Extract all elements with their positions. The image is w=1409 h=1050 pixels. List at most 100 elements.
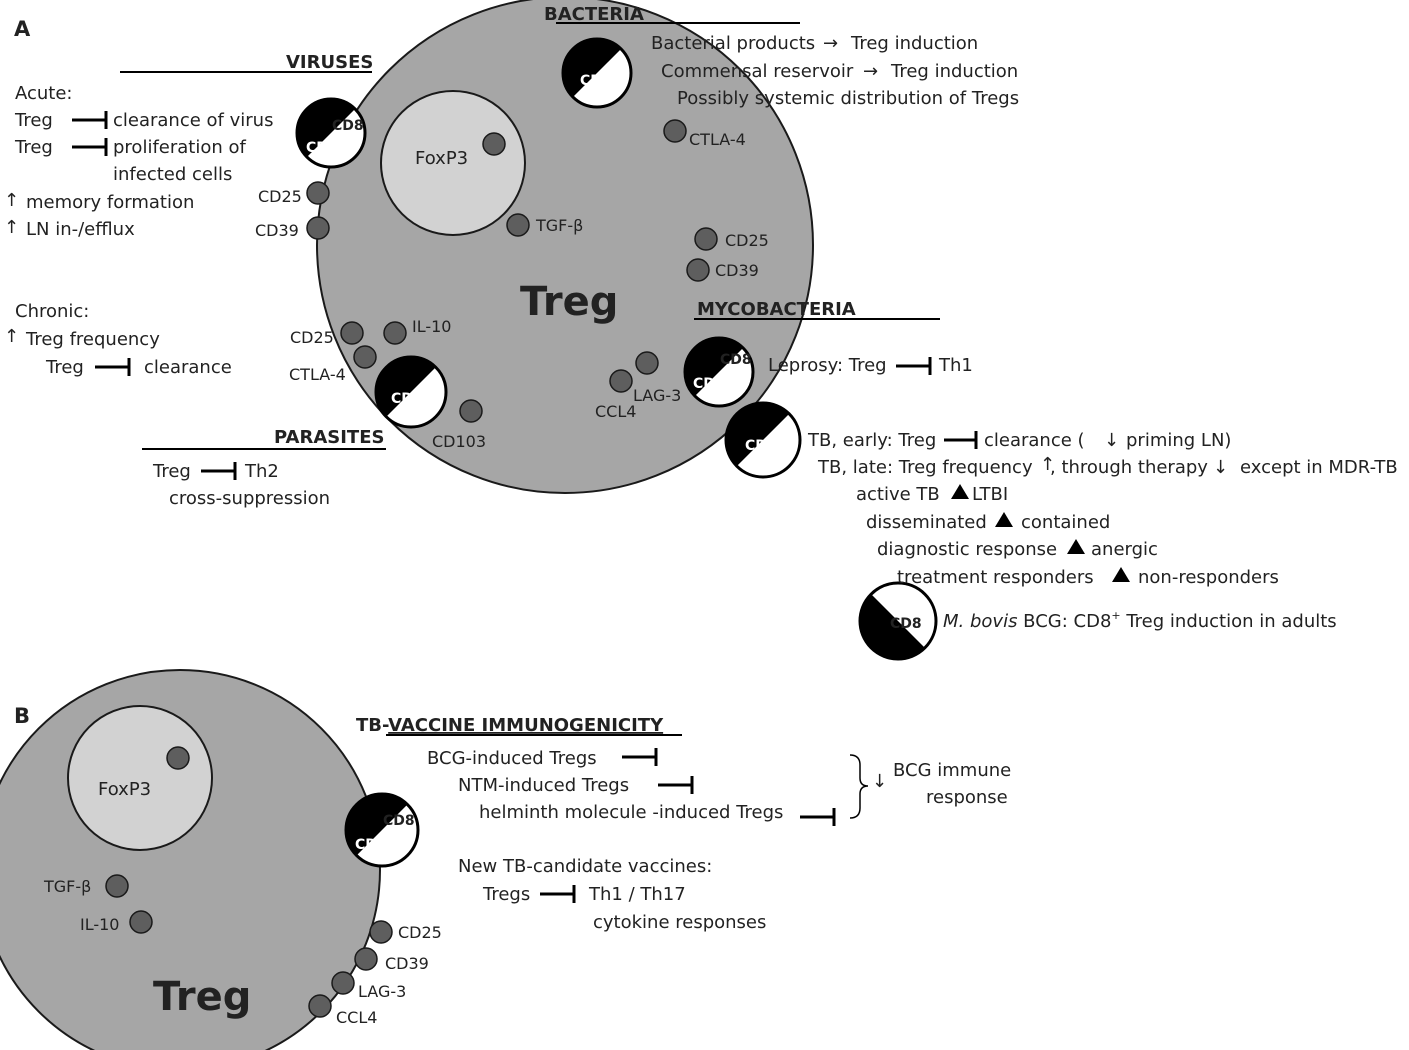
- cd39-label-right: CD39: [715, 261, 759, 280]
- ccl4-label-b: CCL4: [336, 1008, 377, 1027]
- cd25-label-right: CD25: [725, 231, 769, 250]
- up-arrow-memory: ↑: [4, 190, 19, 211]
- tb-except: except in MDR-TB: [1240, 457, 1398, 478]
- cd8-label-bcg: CD8: [890, 616, 922, 632]
- cd25-label-bottom: CD25: [290, 328, 334, 347]
- cd4-label-b: CD4: [355, 837, 387, 853]
- tb-down-arrow: ↓: [1104, 430, 1119, 451]
- inhibit-symbol-virus-2: [72, 138, 108, 156]
- vaccine-new: New TB-candidate vaccines:: [458, 856, 712, 877]
- viruses-treg-frequency: Treg frequency: [25, 329, 160, 350]
- il10-label-a: IL-10: [412, 317, 451, 336]
- cd39-dot-b: [354, 947, 378, 971]
- vaccine-helminth-tregs: helminth molecule -induced Tregs: [479, 802, 783, 823]
- cd4-cell-bacteria: CD4: [561, 37, 633, 109]
- tb-non-responders: non-responders: [1138, 567, 1279, 588]
- tb-through: , through therapy: [1050, 457, 1208, 478]
- parasites-cross: cross-suppression: [169, 488, 330, 509]
- bacteria-line-3: Possibly systemic distribution of Tregs: [677, 88, 1019, 109]
- parasites-treg: Treg: [152, 461, 191, 482]
- lag3-label-b: LAG-3: [358, 982, 406, 1001]
- inhibit-symbol-ntm: [658, 776, 694, 794]
- vaccine-title: TB-VACCINE IMMUNOGENICITY: [356, 715, 664, 736]
- mycobacteria-title: MYCOBACTERIA: [697, 299, 856, 320]
- cd4-label-viruses: CD4: [306, 140, 338, 156]
- cd4-label-leprosy: CD4: [693, 376, 725, 392]
- panel-b-letter: B: [14, 704, 30, 728]
- treg-label-b: Treg: [153, 974, 251, 1020]
- lag3-label-a: LAG-3: [633, 386, 681, 405]
- cd25-dot-right: [694, 227, 718, 251]
- bcg-line: M. bovis BCG: CD8+ Treg induction in adu…: [943, 609, 1337, 632]
- cd103-label: CD103: [432, 432, 486, 451]
- cd4-cell-tb: CD4: [724, 401, 802, 479]
- bcg-rest: Treg induction in adults: [1121, 611, 1337, 632]
- nucleus-b: [67, 705, 213, 851]
- tb-disseminated: disseminated: [866, 512, 987, 533]
- foxp3-label-b: FoxP3: [98, 779, 151, 800]
- cd8-label-leprosy: CD8: [720, 352, 752, 368]
- ccl4-dot-a: [609, 369, 633, 393]
- viruses-acute: Acute:: [15, 83, 73, 104]
- tb-clearance: clearance (: [984, 430, 1085, 451]
- bacteria-line-2b: Treg induction: [890, 61, 1018, 82]
- viruses-treg-2: Treg: [14, 137, 53, 158]
- tb-ltbi: LTBI: [972, 484, 1008, 505]
- viruses-treg-3: Treg: [45, 357, 84, 378]
- il10-label-b: IL-10: [80, 915, 119, 934]
- cd4-label-tb: CD4: [745, 438, 777, 454]
- tgfb-dot-a: [506, 213, 530, 237]
- vaccine-tregs: Tregs: [482, 884, 530, 905]
- leprosy-th1: Th1: [938, 355, 973, 376]
- viruses-proliferation: proliferation of: [113, 137, 247, 158]
- ctla4-label-right: CTLA-4: [689, 130, 746, 149]
- cd8-cell-bcg: CD8: [858, 581, 938, 661]
- tb-active: active TB: [856, 484, 940, 505]
- tgfb-label-a: TGF-β: [535, 216, 583, 235]
- viruses-memory: memory formation: [26, 192, 194, 213]
- treg-label-a: Treg: [520, 279, 618, 325]
- bacteria-arrow-2: →: [863, 61, 878, 82]
- foxp3-dot-b: [166, 746, 190, 770]
- viruses-clearance: clearance of virus: [113, 110, 273, 131]
- lag3-dot-b: [331, 971, 355, 995]
- cd39-label-b: CD39: [385, 954, 429, 973]
- cd8-label-b: CD8: [383, 813, 415, 829]
- vaccine-title-prefix: TB-: [356, 715, 389, 736]
- triangle-icon-3: [1067, 539, 1085, 554]
- bacteria-line-2a: Commensal reservoir: [661, 61, 854, 82]
- ctla4-dot-bottom: [353, 345, 377, 369]
- cd8-cd4-cell-viruses: CD8 CD4: [295, 97, 367, 169]
- bcg-text: BCG: CD8: [1017, 611, 1111, 632]
- foxp3-dot-a: [482, 132, 506, 156]
- vaccine-cytokine: cytokine responses: [593, 912, 766, 933]
- cd39-dot-right: [686, 258, 710, 282]
- bcg-sup: +: [1111, 609, 1120, 622]
- bacteria-title: BACTERIA: [544, 4, 644, 25]
- vaccine-response: response: [926, 787, 1008, 808]
- cd25-dot-b: [369, 920, 393, 944]
- il10-dot-a: [383, 321, 407, 345]
- bacteria-line-1b: Treg induction: [850, 33, 978, 54]
- cd25-label-left: CD25: [258, 187, 302, 206]
- cd39-label-left: CD39: [255, 221, 299, 240]
- ctla4-dot-right: [663, 119, 687, 143]
- tb-late: TB, late: Treg frequency: [817, 457, 1033, 478]
- cd4-label-parasites: CD4: [391, 391, 423, 407]
- viruses-infected-cells: infected cells: [113, 164, 232, 185]
- tb-treatment: treatment responders: [897, 567, 1094, 588]
- up-arrow-ln: ↑: [4, 217, 19, 238]
- cd8-cd4-cell-leprosy: CD8 CD4: [683, 336, 755, 408]
- vaccine-th1-th17: Th1 / Th17: [588, 884, 686, 905]
- viruses-chronic-clearance: clearance: [144, 357, 232, 378]
- viruses-ln: LN in-/efflux: [26, 219, 135, 240]
- cd25-dot-left: [306, 181, 330, 205]
- inhibit-symbol-tb: [944, 431, 978, 449]
- tgfb-label-b: TGF-β: [43, 877, 91, 896]
- ccl4-label-a: CCL4: [595, 402, 636, 421]
- vaccine-bcg-immune: BCG immune: [893, 760, 1011, 781]
- panel-a-letter: A: [14, 17, 31, 41]
- tb-diagnostic: diagnostic response: [877, 539, 1057, 560]
